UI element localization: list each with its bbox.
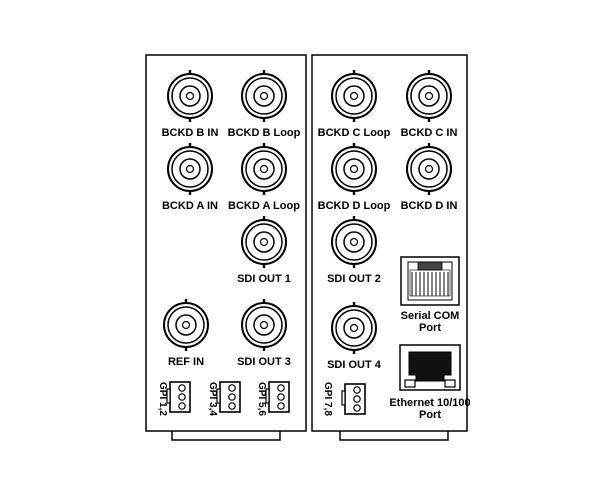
gpi-78-terminal[interactable] [341, 383, 366, 415]
ref-in-label: REF IN [168, 356, 204, 368]
serial-com-label-line2: Port [419, 322, 441, 334]
bckd-c-loop-label: BCKD C Loop [318, 127, 391, 139]
bckd-b-in-label: BCKD B IN [162, 127, 219, 139]
gpi-12-label: GPI 1,2 [157, 382, 168, 416]
gpi-56-terminal[interactable] [265, 381, 290, 413]
bckd-a-in-label: BCKD A IN [162, 200, 218, 212]
sdi-out-3-label: SDI OUT 3 [237, 356, 291, 368]
gpi-56-label: GPI 5,6 [256, 382, 267, 416]
right-panel-tab [339, 431, 449, 441]
serial-com-port[interactable] [400, 256, 460, 306]
gpi-78-label: GPI 7,8 [322, 382, 333, 416]
bckd-d-in-label: BCKD D IN [401, 200, 458, 212]
gpi-12-terminal[interactable] [166, 381, 191, 413]
bckd-d-loop-label: BCKD D Loop [318, 200, 391, 212]
bckd-c-in-label: BCKD C IN [401, 127, 458, 139]
left-panel-tab [171, 431, 281, 441]
sdi-out-4-label: SDI OUT 4 [327, 359, 382, 371]
sdi-out-2-label: SDI OUT 2 [327, 273, 381, 285]
bckd-b-loop-label: BCKD B Loop [228, 127, 301, 139]
sdi-out-1-label: SDI OUT 1 [237, 273, 291, 285]
ethernet-port[interactable] [399, 344, 461, 391]
gpi-34-terminal[interactable] [216, 381, 241, 413]
ethernet-label-line1: Ethernet 10/100 [389, 397, 470, 409]
gpi-34-label: GPI 3,4 [207, 382, 218, 416]
serial-com-label-line1: Serial COM [401, 310, 460, 322]
bckd-a-loop-label: BCKD A Loop [228, 200, 300, 212]
ethernet-label-line2: Port [419, 409, 441, 421]
